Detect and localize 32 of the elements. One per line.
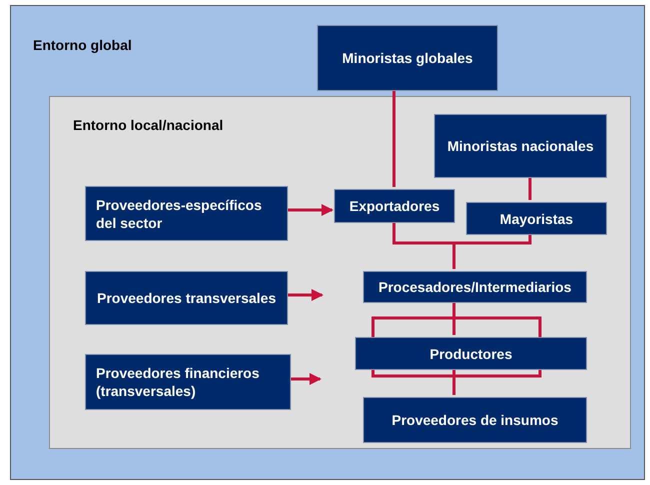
process-box [434, 114, 607, 178]
box-label: Minoristas nacionales [447, 137, 594, 155]
box-label: Procesadores/Intermediarios [378, 278, 572, 296]
arrow [289, 373, 322, 385]
process-box [85, 354, 291, 410]
process-box [363, 271, 587, 303]
process-box [363, 397, 587, 443]
process-box [85, 186, 288, 241]
outer-panel [10, 5, 645, 480]
box-label: Proveedores transversales [97, 289, 276, 307]
inner-panel [49, 96, 631, 449]
connector-line [392, 90, 396, 187]
box-label: Proveedores-específicos del sector [96, 196, 263, 232]
process-box [334, 189, 455, 223]
process-box [85, 271, 288, 325]
process-box [317, 25, 498, 91]
connector-line [452, 233, 532, 269]
panel-heading: Entorno global [33, 37, 132, 53]
box-label: Productores [430, 344, 512, 362]
box-label: Mayoristas [500, 210, 574, 228]
process-box [355, 337, 587, 370]
connector-line [452, 301, 456, 335]
arrow [286, 289, 324, 301]
arrow [286, 204, 334, 216]
box-label: Minoristas globales [342, 49, 473, 67]
panel-heading: Entorno local/nacional [73, 117, 224, 133]
box-label: Proveedores de insumos [392, 411, 558, 429]
process-box [466, 202, 607, 235]
box-label: Proveedores financieros (transversales) [96, 364, 260, 400]
connector-line [452, 368, 456, 395]
box-label: Exportadores [349, 197, 440, 215]
connector-line [528, 176, 532, 200]
